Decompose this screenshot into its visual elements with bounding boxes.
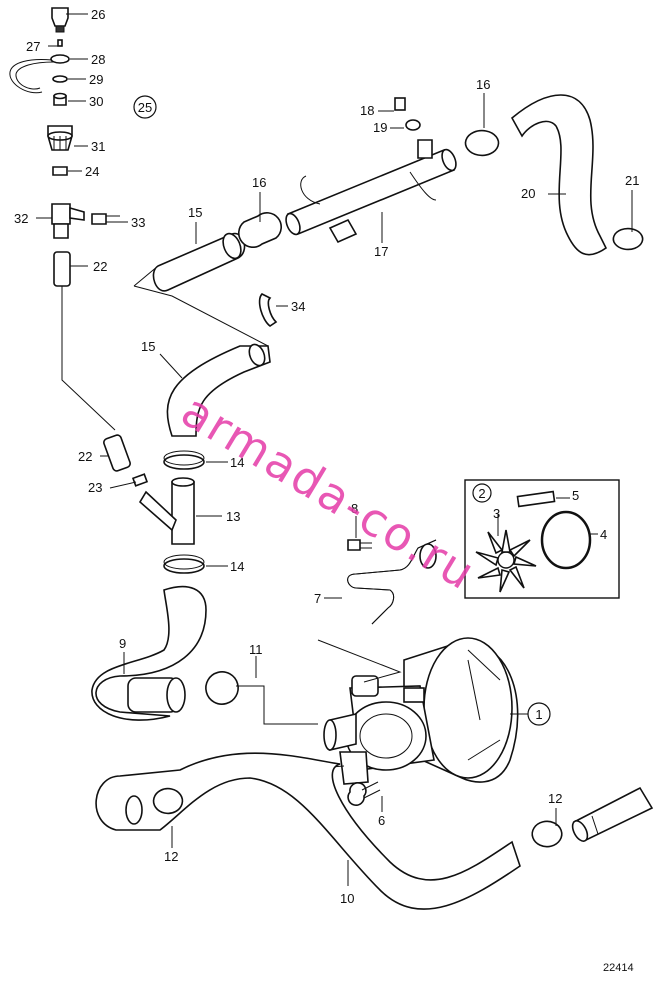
label-1: 1 (535, 707, 542, 722)
label-25: 25 (138, 100, 152, 115)
label-5: 5 (572, 488, 579, 503)
label-15-lower: 15 (141, 339, 155, 354)
label-34: 34 (291, 299, 305, 314)
label-22-upper: 22 (93, 259, 107, 274)
label-16-right: 16 (476, 77, 490, 92)
label-12-right: 12 (548, 791, 562, 806)
callout-1 (527, 702, 551, 726)
label-22-lower: 22 (78, 449, 92, 464)
hose-10-assembly (95, 752, 654, 910)
connector-line (133, 285, 269, 347)
label-13: 13 (226, 509, 240, 524)
callout-25 (133, 95, 157, 119)
label-12-left: 12 (164, 849, 178, 864)
label-8: 8 (351, 501, 358, 516)
label-20: 20 (521, 186, 535, 201)
label-10: 10 (340, 891, 354, 906)
label-19: 19 (373, 120, 387, 135)
leader-lines (36, 13, 633, 886)
reference-number: 22414 (603, 962, 634, 974)
label-31: 31 (91, 139, 105, 154)
connector-line (133, 265, 159, 287)
label-23: 23 (88, 480, 102, 495)
watermark: armada-co.ru (172, 383, 485, 601)
label-24: 24 (85, 164, 99, 179)
label-4: 4 (600, 527, 607, 542)
label-26: 26 (91, 7, 105, 22)
label-14-top: 14 (230, 455, 244, 470)
label-28: 28 (91, 52, 105, 67)
part-number-labels: 1 2 3 4 5 6 7 8 9 10 11 12 12 13 14 14 1… (14, 7, 639, 906)
label-18: 18 (360, 103, 374, 118)
label-29: 29 (89, 72, 103, 87)
label-6: 6 (378, 813, 385, 828)
label-2: 2 (478, 486, 485, 501)
hose-9-assembly (91, 585, 318, 725)
clip-34 (258, 293, 278, 327)
label-14-bottom: 14 (230, 559, 244, 574)
label-9: 9 (119, 636, 126, 651)
label-16-left: 16 (252, 175, 266, 190)
label-17: 17 (374, 244, 388, 259)
label-27: 27 (26, 39, 40, 54)
label-33: 33 (131, 215, 145, 230)
impeller (475, 529, 537, 593)
label-15-upper: 15 (188, 205, 202, 220)
upper-pipe-assembly (152, 94, 644, 292)
middle-hose-assembly (103, 343, 271, 574)
impeller-kit-inset (464, 479, 620, 599)
drain-stack-assembly (9, 7, 120, 431)
label-21: 21 (625, 173, 639, 188)
label-11: 11 (249, 642, 263, 657)
label-7: 7 (314, 591, 321, 606)
label-32: 32 (14, 211, 28, 226)
label-30: 30 (89, 94, 103, 109)
raw-water-pump (293, 637, 519, 785)
label-3: 3 (493, 506, 500, 521)
pipe-7-assembly (347, 539, 437, 625)
